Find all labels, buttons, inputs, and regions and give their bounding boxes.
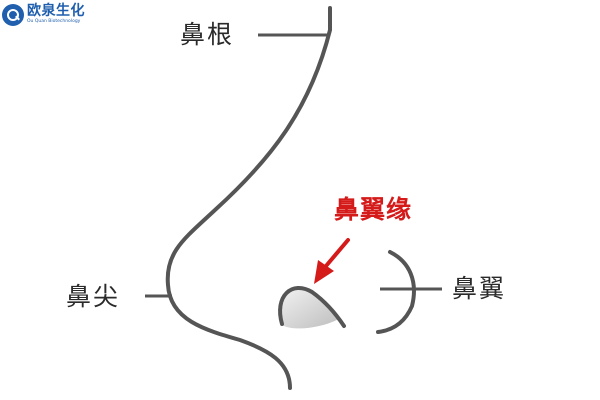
label-nasal-ala: 鼻翼 bbox=[452, 274, 507, 303]
label-alar-rim: 鼻翼缘 bbox=[334, 195, 413, 224]
label-nasal-root: 鼻根 bbox=[180, 20, 235, 49]
brand-logo: 欧泉生化 Ou Quan Biotechnology bbox=[2, 4, 85, 26]
brand-name: 欧泉生化 bbox=[27, 3, 85, 19]
alar-rim-curve bbox=[278, 285, 346, 328]
q-circle-logo-icon bbox=[2, 4, 24, 26]
brand-subtitle: Ou Quan Biotechnology bbox=[27, 19, 81, 24]
nostril-shape bbox=[279, 288, 340, 329]
nose-profile-outline bbox=[165, 6, 332, 390]
nasal-ala-curve bbox=[376, 250, 416, 334]
alar-rim-arrow-head bbox=[314, 260, 334, 284]
brand-text: 欧泉生化 Ou Quan Biotechnology bbox=[27, 4, 85, 25]
label-nasal-tip: 鼻尖 bbox=[66, 282, 121, 311]
alar-rim-arrow-shaft bbox=[324, 238, 350, 268]
